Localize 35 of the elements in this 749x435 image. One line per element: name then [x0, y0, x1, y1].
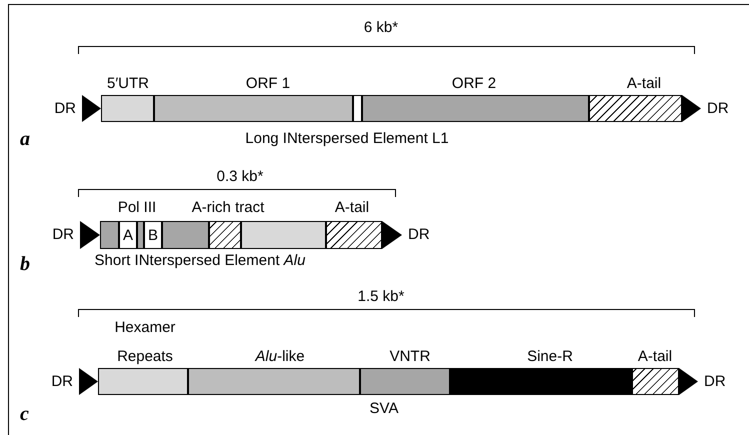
sequence-segment — [144, 221, 162, 249]
panel-letter: b — [20, 253, 30, 276]
segment-label: Sine-R — [526, 347, 574, 367]
panel-letter: c — [20, 403, 29, 426]
sequence-segment — [353, 95, 362, 122]
length-label: 0.3 kb* — [216, 168, 264, 185]
sequence-segment — [137, 221, 144, 249]
sequence-segment — [119, 221, 137, 249]
segment-label: ORF 2 — [450, 74, 498, 94]
repeat-label: DR — [408, 226, 430, 243]
sequence-segment — [162, 221, 209, 249]
segment-label: A-tail — [636, 347, 674, 367]
repeat-label: DR — [54, 100, 76, 116]
element-name: SVA — [370, 400, 398, 417]
segment-label: VNTR — [388, 347, 432, 367]
repeat-label: DR — [707, 100, 729, 116]
segment-label: A-rich tract — [190, 198, 266, 218]
segment-label: Hexamer Repeats — [114, 318, 176, 367]
segment-label: A-tail — [334, 198, 370, 218]
segment-label: B — [148, 228, 158, 242]
segment-label: A — [122, 228, 133, 242]
repeat-label: DR — [52, 226, 74, 243]
element-name: Long INterspersed Element L1 — [245, 130, 449, 147]
element-name: Short INterspersed Element Alu — [94, 252, 306, 269]
segment-label: A-tail — [626, 74, 662, 94]
segment-label: Alu-like — [254, 347, 306, 367]
length-label: 1.5 kb* — [358, 288, 404, 305]
panel-letter: a — [20, 128, 30, 151]
repeat-label: DR — [704, 372, 726, 390]
segment-label: ORF 1 — [244, 74, 292, 94]
repeat-label: DR — [51, 372, 73, 390]
segment-label: 5′UTR — [106, 74, 150, 94]
length-label: 6 kb* — [364, 19, 398, 36]
sequence-segment — [241, 221, 326, 249]
segment-label: Pol III — [116, 198, 158, 218]
